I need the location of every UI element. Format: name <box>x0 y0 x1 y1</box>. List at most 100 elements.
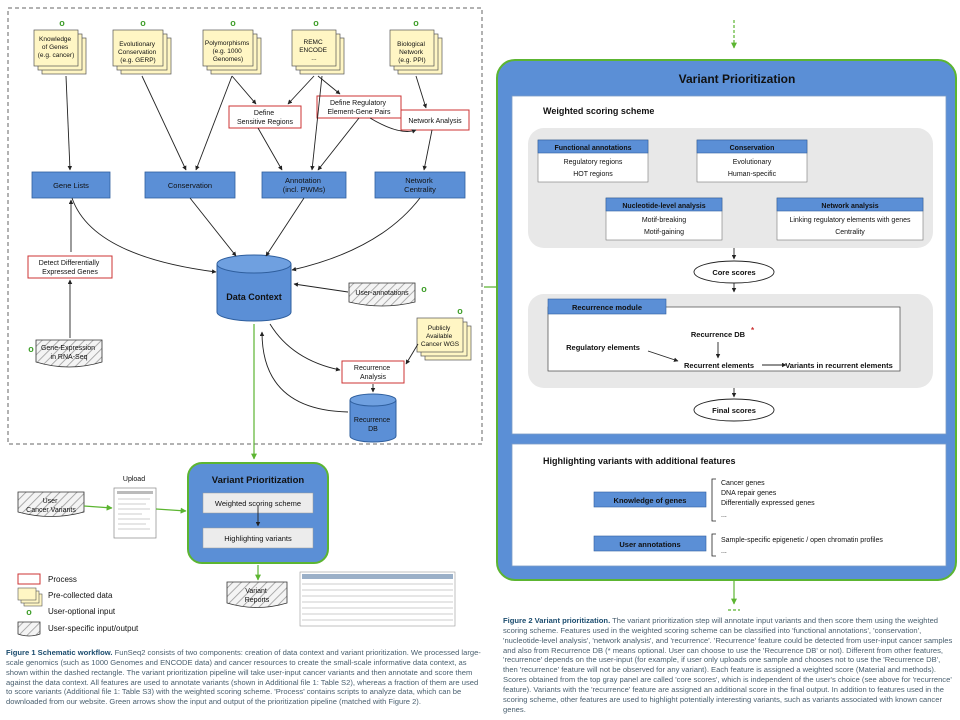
variant-reports-shape: Variant Reports <box>226 581 288 608</box>
evolutionary-line-1: Evolutionary <box>119 41 156 48</box>
knowledge-item-3: Differentially expressed genes <box>721 500 815 507</box>
upload-page-thumbnail <box>113 487 157 539</box>
functional-annotations-box: Functional annotations Regulatory region… <box>537 139 649 183</box>
svg-text:Recurrence Analysis: Recurrence Analysis <box>354 365 392 381</box>
vp-small-title: Variant Prioritization <box>212 475 305 486</box>
evolutionary-line-3: (e.g. GERP) <box>120 57 155 64</box>
knowledge-of-genes-label: Knowledge of genes <box>614 496 687 505</box>
network-item-2: Centrality <box>835 229 865 236</box>
vp-small-item-2: Highlighting variants <box>224 534 292 543</box>
svg-text:Define Sensitive Regio: Define Sensitive Regions <box>237 110 294 126</box>
polymorphisms-line-2: (e.g. 1000 <box>212 48 242 55</box>
recurrence-db-cylinder: Recurrence DB <box>349 393 397 443</box>
source-knowledge-of-genes: Knowledge of Genes (e.g. cancer) <box>33 29 87 75</box>
svg-text:Define Regulatory Elem: Define Regulatory Element-Gene Pairs <box>327 100 391 116</box>
figure-2: Variant Prioritization Weighted scoring … <box>496 59 957 714</box>
gene-lists-label: Gene Lists <box>53 181 89 190</box>
weighted-scheme-title: Weighted scoring scheme <box>543 106 654 116</box>
figure-2-caption: Figure 2 Variant prioritization. The var… <box>503 616 952 714</box>
user-annotations-label-2: User annotations <box>619 540 680 549</box>
conservation-label: Conservation <box>168 181 212 190</box>
knowledge-line-2: of Genes <box>42 44 69 51</box>
regulatory-elements-label: Regulatory elements <box>566 343 640 352</box>
optional-mark-biological: o <box>413 18 419 28</box>
network-item-1: Linking regulatory elements with genes <box>789 217 911 224</box>
box-annotation: Annotation (incl. PWMs) <box>261 171 347 199</box>
final-scores-oval: Final scores <box>693 398 775 422</box>
optional-mark-gene-expression: o <box>28 344 34 354</box>
knowledge-items-list: Cancer genes DNA repair genes Differenti… <box>721 480 815 519</box>
svg-text:REMC ENCODE ..: REMC ENCODE ... <box>299 39 329 62</box>
network-analysis-label: Network Analysis <box>408 118 462 125</box>
final-scores-label: Final scores <box>712 406 756 415</box>
legend-user-specific-swatch <box>17 621 41 637</box>
conservation-box: Conservation Evolutionary Human-specific <box>696 139 808 183</box>
vp-small-item-1: Weighted scoring scheme <box>215 499 301 508</box>
svg-text:Detect Differentially: Detect Differentially Expressed Genes <box>39 260 102 276</box>
user-item-2: ... <box>721 548 727 555</box>
source-remc-encode: REMC ENCODE ... <box>291 29 345 75</box>
svg-text:User Cancer Variants: User Cancer Variants <box>26 498 76 514</box>
source-biological-network: Biological Network (e.g. PPI) <box>389 29 443 75</box>
user-annotations-bracket <box>711 533 716 557</box>
optional-mark-public-wgs: o <box>457 306 463 316</box>
figure-1-caption-label: Figure 1 Schematic workflow. <box>6 648 113 657</box>
detect-degs-line-2: Expressed Genes <box>42 269 98 276</box>
variant-reports-line-1: Variant <box>245 588 267 595</box>
user-annotations-box: User annotations <box>593 535 707 552</box>
define-sensitive-line-1: Define <box>254 110 274 117</box>
process-define-sensitive-regions: Define Sensitive Regions <box>228 105 302 129</box>
svg-text:Evolutionary Conservat: Evolutionary Conservation (e.g. GERP) <box>118 41 158 64</box>
optional-mark-polymorphisms: o <box>230 18 236 28</box>
variants-in-recurrent-label: Variants in recurrent elements <box>785 361 893 370</box>
svg-text:Network Centrality: Network Centrality <box>404 176 436 194</box>
core-scores-oval: Core scores <box>693 260 775 284</box>
recurrence-db-optional-mark: * <box>751 326 755 335</box>
knowledge-line-3: (e.g. cancer) <box>38 52 75 59</box>
legend-precollected-label: Pre-collected data <box>48 591 113 600</box>
user-variants-line-2: Cancer Variants <box>26 507 76 514</box>
vp-big-title: Variant Prioritization <box>679 72 796 86</box>
nucleotide-analysis-box: Nucleotide-level analysis Motif-breaking… <box>605 197 723 241</box>
legend-precollected-swatch <box>17 587 43 607</box>
variant-reports-line-2: Reports <box>245 597 270 604</box>
process-network-analysis: Network Analysis <box>400 109 470 131</box>
legend-process-swatch <box>17 573 41 585</box>
svg-text:Gene-Expression in RNA: Gene-Expression in RNA-Seq <box>41 345 97 361</box>
remc-line-3: ... <box>311 55 317 62</box>
gene-expression-line-1: Gene-Expression <box>41 345 95 352</box>
user-variants-line-1: User <box>43 498 58 505</box>
process-detect-degs: Detect Differentially Expressed Genes <box>27 255 113 279</box>
recurrence-module-box <box>547 306 901 372</box>
functional-header: Functional annotations <box>555 145 632 152</box>
process-define-regulatory-pairs: Define Regulatory Element-Gene Pairs <box>316 95 402 119</box>
annotation-line-1: Annotation <box>285 176 321 185</box>
biological-line-3: (e.g. PPI) <box>398 57 425 64</box>
box-conservation: Conservation <box>144 171 236 199</box>
functional-item-2: HOT regions <box>573 171 613 178</box>
recurrence-analysis-line-2: Analysis <box>360 374 387 381</box>
core-scores-label: Core scores <box>712 268 755 277</box>
source-polymorphisms: Polymorphisms (e.g. 1000 Genomes) <box>202 29 262 75</box>
legend-process-label: Process <box>48 575 77 584</box>
detect-degs-line-1: Detect Differentially <box>39 260 100 267</box>
user-annotations-label: User-annotations <box>355 290 409 297</box>
evolutionary-line-2: Conservation <box>118 49 157 56</box>
recurrent-elements-label: Recurrent elements <box>684 361 754 370</box>
knowledge-bracket <box>711 478 716 522</box>
figure-2-caption-label: Figure 2 Variant prioritization. <box>503 616 611 625</box>
nucleotide-item-1: Motif-breaking <box>642 217 686 224</box>
figure-1-arrows <box>65 75 433 527</box>
highlighting-panel <box>511 443 947 567</box>
public-wgs-line-1: Publicly <box>428 325 451 332</box>
svg-text:Publicly Available: Publicly Available Cancer WGS <box>421 325 460 348</box>
conservation-item-2: Human-specific <box>728 171 777 178</box>
conservation-header: Conservation <box>730 145 775 152</box>
legend: Process Pre-collected data o User-option… <box>17 573 139 637</box>
network-centrality-line-2: Centrality <box>404 185 436 194</box>
network-analysis-box: Network analysis Linking regulatory elem… <box>776 197 924 241</box>
box-gene-lists: Gene Lists <box>31 171 111 199</box>
process-recurrence-analysis: Recurrence Analysis <box>341 360 405 384</box>
user-items-list: Sample-specific epigenetic / open chroma… <box>721 537 883 555</box>
knowledge-item-1: Cancer genes <box>721 480 765 487</box>
